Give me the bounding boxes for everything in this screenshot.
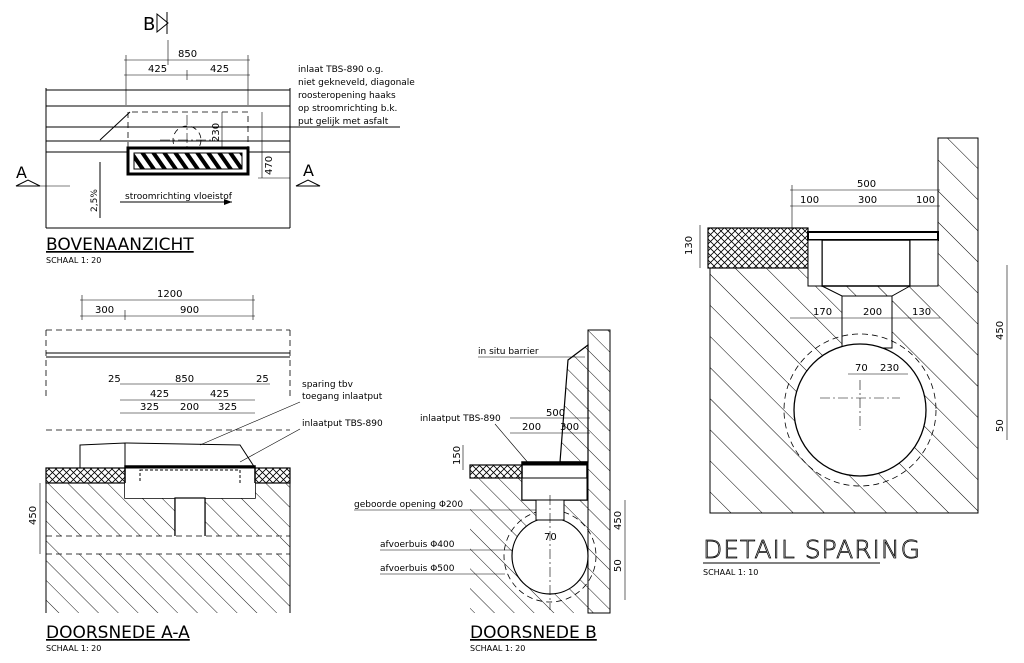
dim-200: 200	[522, 422, 541, 433]
dim-850: 850	[175, 374, 194, 385]
dim-450: 450	[28, 506, 39, 525]
label-sparing-2: toegang inlaatput	[302, 392, 383, 402]
dim-130-left: 130	[684, 236, 695, 255]
scale-detail-sparing: SCHAAL 1: 10	[703, 568, 758, 577]
label-geboorde: geboorde opening Φ200	[354, 500, 463, 510]
view-detail-sparing: 500 100 300 100 130 170 200 130 70 230 4…	[684, 137, 1008, 577]
dim-325-left: 325	[140, 402, 159, 413]
flow-label: stroomrichting vloeistof	[125, 192, 233, 202]
dim-470: 470	[264, 156, 275, 175]
label-inlaatput-b: inlaatput TBS-890	[420, 414, 501, 424]
dim-1200: 1200	[157, 289, 182, 300]
note-line-1: inlaat TBS-890 o.g.	[298, 65, 383, 75]
dim-25-right: 25	[256, 374, 269, 385]
dim-100-left: 100	[800, 195, 819, 206]
in-situ-barrier	[559, 343, 589, 463]
scale-bovenaanzicht: SCHAAL 1: 20	[46, 256, 101, 265]
dim-850: 850	[178, 49, 197, 60]
section-a-right-arrow-icon	[295, 179, 321, 187]
dim-170: 170	[813, 307, 832, 318]
grate-slots	[133, 152, 243, 170]
section-b-label: B	[143, 14, 155, 35]
dim-230: 230	[211, 123, 222, 142]
title-doorsnede-aa: DOORSNEDE A-A	[46, 623, 190, 643]
title-doorsnede-b: DOORSNEDE B	[470, 623, 597, 643]
dim-425-right: 425	[210, 389, 229, 400]
dim-230-detail: 230	[880, 363, 899, 374]
label-afvoer500: afvoerbuis Φ500	[380, 564, 455, 574]
dim-325-right: 325	[218, 402, 237, 413]
dim-200-detail: 200	[863, 307, 882, 318]
label-afvoer400: afvoerbuis Φ400	[380, 540, 455, 550]
label-barrier: in situ barrier	[478, 347, 539, 357]
pipe-circle-detail	[793, 343, 927, 477]
dim-25-left: 25	[108, 374, 121, 385]
dim-70: 70	[544, 532, 557, 543]
view-doorsnede-aa: 1200 300 900 25 850 25 425 425 325 200 3…	[28, 289, 383, 653]
section-a-right-label: A	[303, 161, 314, 180]
dim-450-detail: 450	[995, 321, 1006, 340]
dim-70-detail: 70	[855, 363, 868, 374]
view-bovenaanzicht: B 850 425 425 230	[15, 12, 415, 265]
dim-300-detail: 300	[858, 195, 877, 206]
asphalt-detail	[707, 227, 809, 269]
dim-150: 150	[452, 446, 463, 465]
dim-130-right: 130	[912, 307, 931, 318]
dim-200: 200	[180, 402, 199, 413]
dim-425-right: 425	[210, 64, 229, 75]
dim-425-left: 425	[150, 389, 169, 400]
sparing-outline	[127, 111, 249, 153]
dim-100-right: 100	[916, 195, 935, 206]
scale-doorsnede-b: SCHAAL 1: 20	[470, 644, 525, 653]
inlet-box-detail	[821, 239, 911, 287]
dim-300: 300	[560, 422, 579, 433]
label-inlaatput: inlaatput TBS-890	[302, 419, 383, 429]
pipe-outer-circle-detail	[783, 333, 937, 487]
barrier-wall	[587, 329, 611, 614]
dim-500-detail: 500	[857, 179, 876, 190]
dim-450-b: 450	[613, 511, 624, 530]
flow-arrow-icon	[224, 199, 232, 205]
dim-50-detail: 50	[995, 419, 1006, 432]
dim-900: 900	[180, 305, 199, 316]
view-doorsnede-b: in situ barrier 500 200 300 inlaatput TB…	[354, 329, 626, 653]
note-line-5: put gelijk met asfalt	[298, 117, 389, 127]
label-sparing-1: sparing tbv	[302, 380, 354, 390]
note-line-4: op stroomrichting b.k.	[298, 104, 397, 114]
section-a-left-label: A	[16, 163, 27, 182]
note-line-2: niet gekneveld, diagonale	[298, 78, 415, 88]
dim-300: 300	[95, 305, 114, 316]
dim-50-b: 50	[613, 559, 624, 572]
note-line-3: roosteropening haaks	[298, 91, 396, 101]
title-detail-sparing: DETAIL SPARING	[703, 535, 921, 564]
scale-doorsnede-aa: SCHAAL 1: 20	[46, 644, 101, 653]
dim-425-left: 425	[148, 64, 167, 75]
slope-label: 2,5%	[90, 189, 100, 212]
dim-500: 500	[546, 408, 565, 419]
section-b-arrow-icon	[156, 12, 169, 34]
pipe-500-circle	[503, 509, 597, 603]
title-bovenaanzicht: BOVENAANZICHT	[46, 235, 194, 255]
